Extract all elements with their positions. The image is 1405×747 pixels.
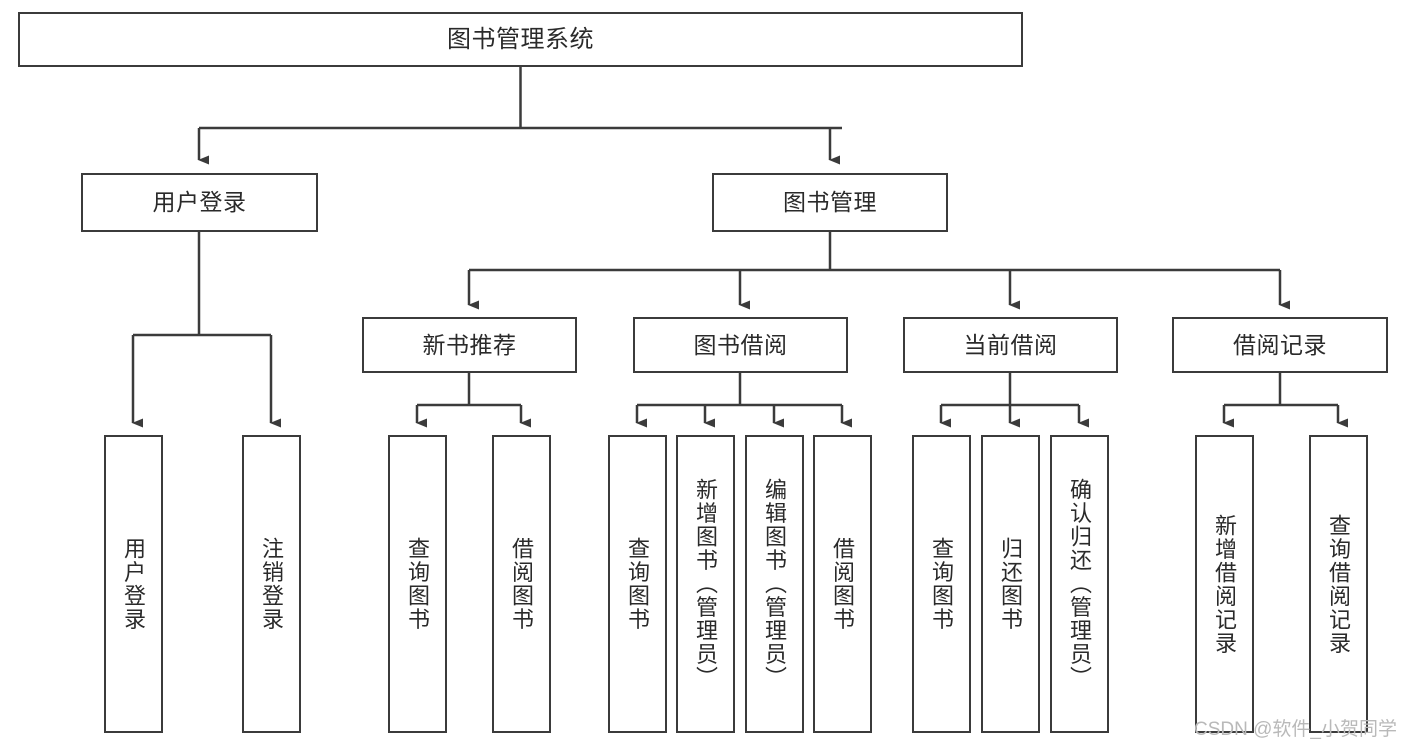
node-label: 借阅图书: [830, 537, 856, 631]
leaf-query-book-current[interactable]: 查询图书: [912, 435, 971, 733]
node-label: 查询图书: [405, 537, 431, 631]
node-user-login[interactable]: 用户登录: [81, 173, 318, 232]
node-label: 图书管理: [783, 189, 877, 216]
node-label: 注销登录: [259, 537, 285, 631]
leaf-edit-book-admin[interactable]: 编辑图书（管理员）: [745, 435, 804, 733]
node-label: 借阅记录: [1233, 331, 1327, 358]
leaf-return-book[interactable]: 归还图书: [981, 435, 1040, 733]
node-label: 新增图书（管理员）: [693, 478, 719, 690]
node-label: 查询借阅记录: [1326, 513, 1352, 655]
node-label: 图书借阅: [693, 331, 788, 358]
leaf-add-book-admin[interactable]: 新增图书（管理员）: [676, 435, 735, 733]
node-new-book-recommend[interactable]: 新书推荐: [362, 317, 577, 373]
node-borrow-record[interactable]: 借阅记录: [1172, 317, 1388, 373]
node-label: 编辑图书（管理员）: [762, 478, 788, 690]
leaf-borrow-book-recommend[interactable]: 借阅图书: [492, 435, 551, 733]
leaf-add-borrow-record[interactable]: 新增借阅记录: [1195, 435, 1254, 733]
node-label: 查询图书: [929, 537, 955, 631]
node-label: 用户登录: [152, 189, 247, 216]
leaf-query-book-recommend[interactable]: 查询图书: [388, 435, 447, 733]
leaf-borrow-book[interactable]: 借阅图书: [813, 435, 872, 733]
node-label: 借阅图书: [509, 537, 535, 631]
node-root-book-management-system[interactable]: 图书管理系统: [18, 12, 1023, 67]
node-label: 图书管理系统: [447, 25, 594, 53]
leaf-query-borrow-record[interactable]: 查询借阅记录: [1309, 435, 1368, 733]
node-label: 新增借阅记录: [1212, 513, 1238, 655]
node-book-management[interactable]: 图书管理: [712, 173, 948, 232]
node-current-borrow[interactable]: 当前借阅: [903, 317, 1118, 373]
node-book-borrow[interactable]: 图书借阅: [633, 317, 848, 373]
node-label: 当前借阅: [963, 331, 1058, 358]
node-label: 新书推荐: [422, 331, 517, 358]
leaf-logout[interactable]: 注销登录: [242, 435, 301, 733]
node-label: 用户登录: [121, 537, 147, 631]
node-label: 确认归还（管理员）: [1067, 478, 1093, 690]
watermark-text: CSDN @软件_小贺同学: [1194, 719, 1397, 740]
leaf-user-login[interactable]: 用户登录: [104, 435, 163, 733]
node-label: 查询图书: [625, 537, 651, 631]
leaf-query-book-borrow[interactable]: 查询图书: [608, 435, 667, 733]
leaf-confirm-return-admin[interactable]: 确认归还（管理员）: [1050, 435, 1109, 733]
node-label: 归还图书: [998, 537, 1024, 631]
